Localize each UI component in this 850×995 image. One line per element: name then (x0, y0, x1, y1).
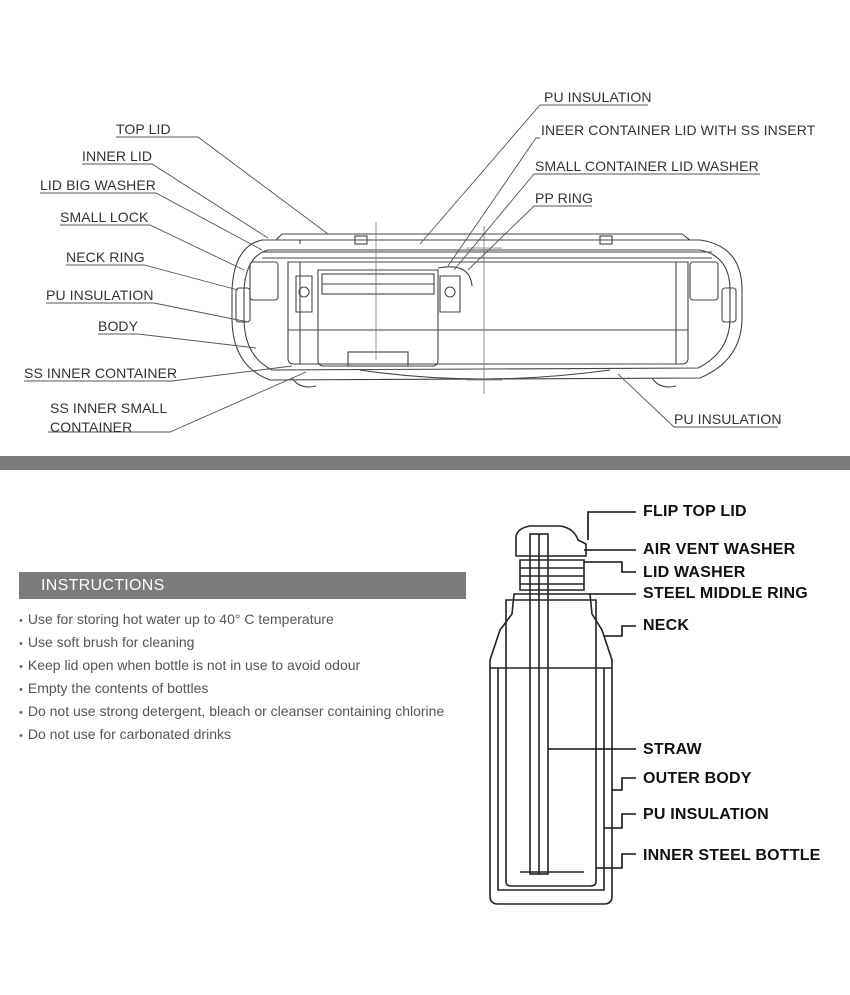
leader-top-lid (116, 136, 329, 235)
label-inner-container-lid: INEER CONTAINER LID WITH SS INSERT (541, 122, 816, 138)
leader-neck-ring (66, 264, 239, 291)
instruction-item: Empty the contents of bottles (19, 678, 444, 701)
leader-pp-ring (467, 205, 592, 271)
label-lid-washer: LID WASHER (643, 564, 746, 581)
label-inner-lid: INNER LID (82, 148, 153, 164)
label-pu-insulation: PU INSULATION (643, 806, 769, 823)
label-ss-inner-small-container-line2: CONTAINER (50, 419, 133, 435)
bottle-neck (489, 593, 613, 669)
bottle-inner-steel (505, 599, 597, 887)
label-neck: NECK (643, 617, 690, 634)
label-outer-body: OUTER BODY (643, 770, 752, 787)
lunchbox-cross-section-diagram (24, 104, 778, 433)
label-flip-top-lid: FLIP TOP LID (643, 503, 747, 520)
label-small-lock: SMALL LOCK (60, 209, 149, 225)
label-steel-middle-ring: STEEL MIDDLE RING (643, 585, 808, 602)
leader-lid-washer (584, 561, 636, 573)
instruction-item: Do not use for carbonated drinks (19, 724, 444, 747)
instruction-item: Keep lid open when bottle is not in use … (19, 655, 444, 678)
instruction-item: Do not use strong detergent, bleach or c… (19, 701, 444, 724)
leader-body (98, 333, 257, 349)
instructions-header: INSTRUCTIONS (19, 572, 466, 599)
leader-pu-insulation-bottom (617, 373, 778, 428)
lunchbox-outer-body (231, 239, 743, 381)
label-ss-inner-small-container-line1: SS INNER SMALL (50, 400, 168, 416)
leader-lid-big-washer (40, 192, 263, 251)
label-ss-inner-container: SS INNER CONTAINER (24, 365, 178, 381)
leader-inner-steel-bottle (596, 853, 636, 869)
instruction-item: Use soft brush for cleaning (19, 632, 444, 655)
bottle-straw (529, 533, 549, 875)
instruction-item: Use for storing hot water up to 40° C te… (19, 609, 444, 632)
ss-inner-container (287, 261, 689, 365)
instructions-list: Use for storing hot water up to 40° C te… (19, 609, 444, 747)
section-divider (0, 456, 850, 470)
label-body: BODY (98, 318, 139, 334)
label-small-container-lid-washer: SMALL CONTAINER LID WASHER (535, 158, 759, 174)
leader-flip-top-lid (587, 511, 636, 540)
leader-pu-insulation (604, 813, 636, 829)
leader-neck (604, 625, 636, 637)
lunchbox-top-lid (274, 233, 692, 241)
label-straw: STRAW (643, 741, 702, 758)
label-inner-steel-bottle: INNER STEEL BOTTLE (643, 847, 821, 864)
leader-pu-insulation-left (46, 302, 249, 323)
bottle-flip-top-lid (515, 525, 587, 557)
label-neck-ring: NECK RING (66, 249, 145, 265)
leader-inner-lid (82, 163, 269, 239)
bottle-outer-body (489, 668, 613, 905)
label-lid-big-washer: LID BIG WASHER (40, 177, 157, 193)
leader-small-container-lid-washer (453, 173, 760, 271)
label-air-vent-washer: AIR VENT WASHER (643, 541, 796, 558)
leader-pu-insulation-top (419, 104, 648, 245)
label-pu-insulation-left: PU INSULATION (46, 287, 154, 303)
label-pu-insulation-top: PU INSULATION (544, 89, 652, 105)
label-pp-ring: PP RING (535, 190, 594, 206)
ss-inner-small-container (317, 269, 439, 367)
leader-small-lock (60, 224, 245, 271)
leader-inner-container-lid (447, 137, 540, 267)
instructions-title: INSTRUCTIONS (41, 577, 165, 594)
leader-ss-inner-container (24, 365, 293, 382)
leader-outer-body (612, 777, 636, 791)
leader-ss-inner-small-container (48, 371, 307, 433)
label-pu-insulation-bottom: PU INSULATION (674, 411, 782, 427)
label-top-lid: TOP LID (116, 121, 171, 137)
